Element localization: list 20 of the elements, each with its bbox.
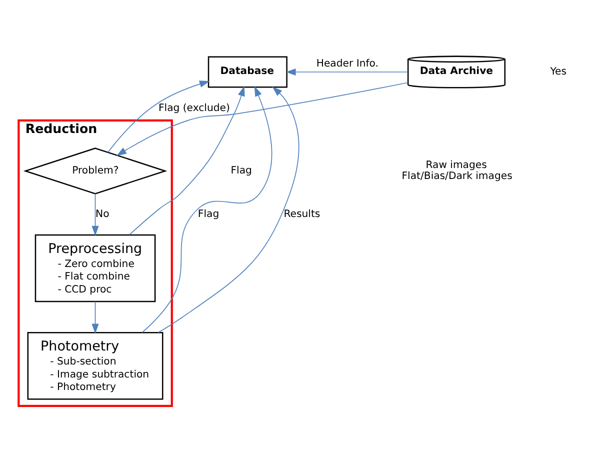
edge-label: Flag: [198, 208, 220, 220]
arrow: [158, 86, 300, 332]
edge-label: Flag (exclude): [158, 102, 230, 114]
node-box: Preprocessing - Zero combine - Flat combine - CCD proc: [34, 234, 156, 302]
arrow: [129, 86, 245, 235]
arrow: [286, 68, 408, 76]
node-label: Raw images: [426, 160, 487, 171]
node-label: Flat/Bias/Dark images: [402, 170, 512, 182]
node-box: Photometry - Sub-section - Image subtraction - Photometry: [27, 332, 164, 400]
arrow: [108, 80, 210, 152]
arrow: [92, 300, 99, 334]
arrow: [142, 86, 272, 332]
node-box: Database: [208, 56, 288, 88]
arrow: [116, 82, 408, 156]
edge-label: No: [96, 208, 110, 220]
label: Yes: [550, 66, 567, 78]
edge-label: Results: [284, 208, 320, 220]
edge-label: Flag: [230, 165, 252, 176]
edge-label: Header Info.: [316, 58, 378, 70]
arrow: [92, 192, 99, 236]
